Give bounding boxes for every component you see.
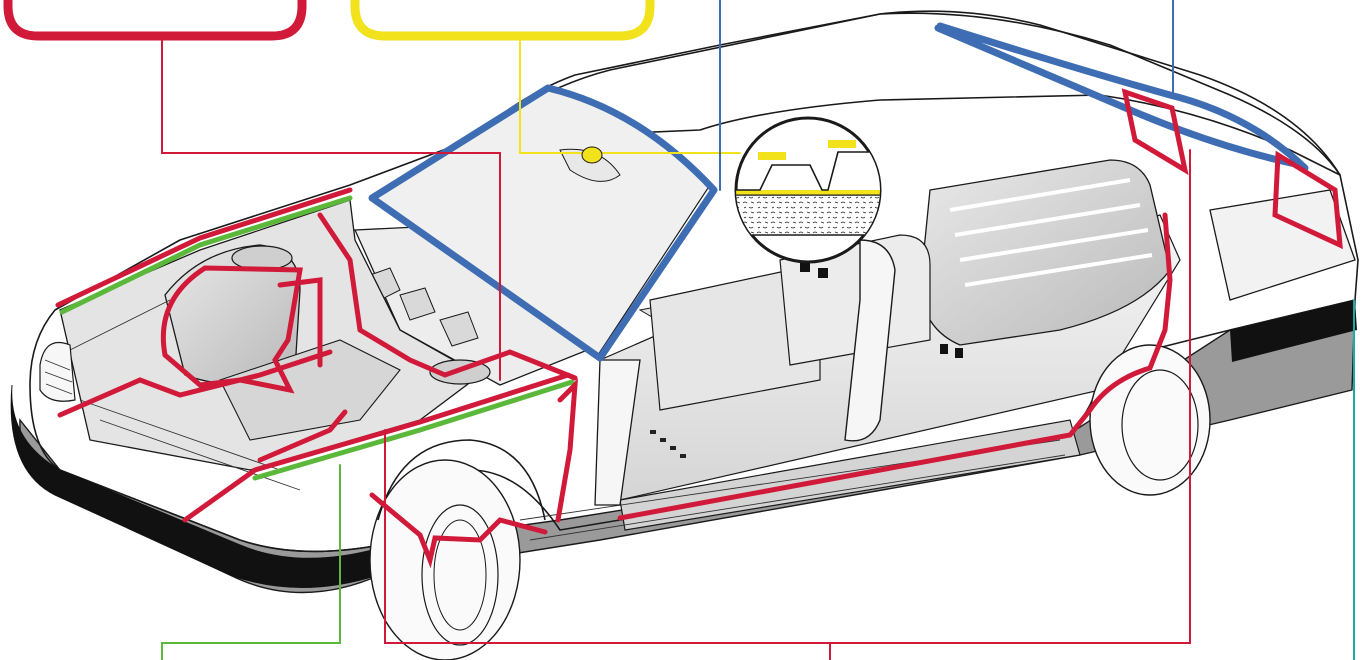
yellow-callout-box — [350, 0, 655, 41]
door-hinge-holes — [650, 430, 686, 458]
wheelhouse-red — [369, 492, 548, 569]
inset-foam-layer — [736, 194, 880, 236]
strut-tower-red-2 — [277, 277, 323, 368]
a-pillar-red — [555, 378, 579, 523]
front-wheel-arch — [377, 439, 546, 521]
dash-vents — [369, 267, 479, 347]
fender-seal-lower — [252, 379, 575, 481]
firewall-red — [317, 212, 578, 381]
mirror — [559, 148, 621, 182]
rear-quarter-window-red — [1121, 88, 1189, 176]
headlight — [39, 341, 76, 402]
tail-window-red — [1272, 150, 1343, 250]
front-frame-red — [182, 372, 571, 523]
inset-yellow-pad-2 — [828, 140, 856, 148]
floor-bolts — [800, 262, 963, 358]
front-frame-red-2 — [257, 409, 348, 463]
mirror-mount-dot — [581, 146, 603, 164]
sill-red — [617, 212, 1173, 521]
front-wheel — [369, 459, 521, 660]
a-pillar — [594, 359, 641, 506]
rear-seat-ribs — [949, 178, 1153, 287]
rear-bumper — [1230, 300, 1357, 362]
b-pillar — [844, 239, 896, 442]
fender-seal-top — [59, 195, 353, 315]
rear-body-side — [1209, 189, 1356, 301]
fender-red-top — [55, 187, 353, 308]
windshield-bead — [368, 84, 718, 362]
red-top-leader — [161, 35, 501, 381]
strut-tower-red — [160, 265, 303, 394]
green-leader — [161, 464, 341, 660]
red-callout-box — [3, 0, 307, 41]
grille — [44, 359, 73, 395]
crossmember-red — [57, 349, 333, 418]
hood-lines — [69, 299, 301, 491]
red-bottom-leader — [384, 149, 1191, 660]
inset-yellow-pad-1 — [758, 152, 786, 160]
roof-panel — [469, 12, 1341, 176]
yellow-leader — [519, 35, 741, 154]
adhesive-cross-section-inset — [734, 116, 882, 264]
